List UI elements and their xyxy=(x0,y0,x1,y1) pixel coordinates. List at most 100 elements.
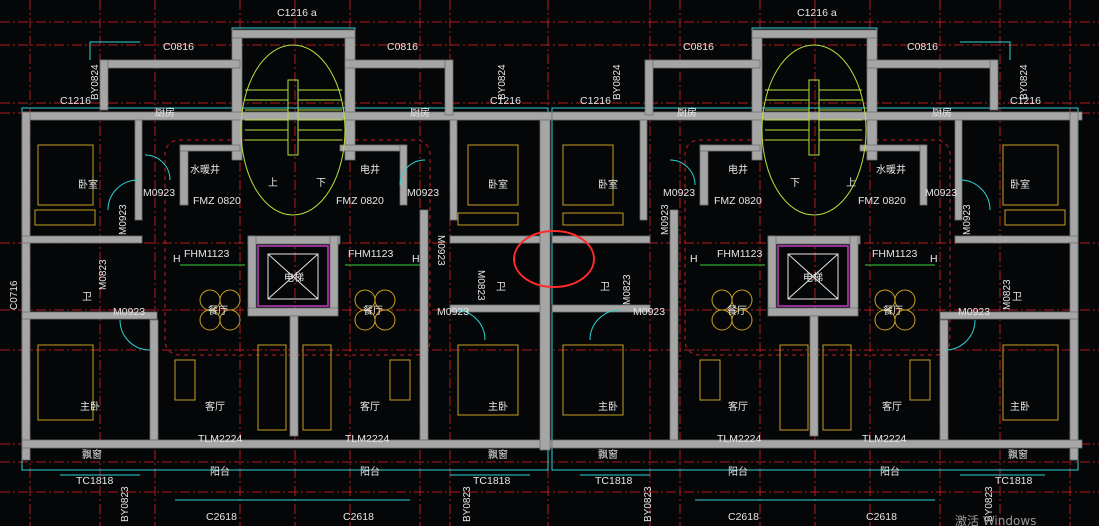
label-axis-h: H xyxy=(690,253,698,265)
elevator-right xyxy=(777,245,849,307)
label-m0823: M0823 xyxy=(1002,279,1013,310)
label-tlm: TLM2224 xyxy=(717,433,762,445)
label-tc1818: TC1818 xyxy=(473,475,511,487)
windows-activation-watermark: 激活 Windows xyxy=(955,514,1037,526)
label-c2618: C2618 xyxy=(728,511,759,523)
label-master-bedroom: 主卧 xyxy=(488,400,508,413)
label-toilet: 卫 xyxy=(600,282,610,293)
label-down: 下 xyxy=(316,178,326,189)
label-up: 上 xyxy=(268,177,278,189)
label-m0823: M0823 xyxy=(622,274,633,305)
label-down: 下 xyxy=(790,178,800,189)
label-axis-h: H xyxy=(930,253,938,265)
label-tc1818: TC1818 xyxy=(76,475,114,487)
label-c0716: C0716 xyxy=(9,280,20,310)
label-axis-h: H xyxy=(173,253,181,265)
label-bay-window: 飘窗 xyxy=(1008,448,1028,461)
label-living: 客厅 xyxy=(882,400,902,413)
label-m0923: M0923 xyxy=(958,306,990,318)
label-kitchen: 厨房 xyxy=(932,106,952,119)
label-dining: 餐厅 xyxy=(208,304,228,317)
highlight-circle xyxy=(513,230,595,288)
label-c0816: C0816 xyxy=(387,41,418,53)
label-by0824: BY0824 xyxy=(90,64,101,100)
label-bedroom: 卧室 xyxy=(598,178,618,191)
label-balcony: 阳台 xyxy=(728,465,748,478)
label-axis-h: H xyxy=(412,253,420,265)
label-m0923: M0923 xyxy=(633,306,665,318)
label-fhm: FHM1123 xyxy=(872,248,917,260)
label-m0923: M0923 xyxy=(925,187,957,199)
label-up: 上 xyxy=(846,177,856,189)
label-living: 客厅 xyxy=(205,400,225,413)
stair-core-right xyxy=(761,44,867,216)
label-tlm: TLM2224 xyxy=(345,433,390,445)
label-living: 客厅 xyxy=(728,400,748,413)
label-bay-window: 飘窗 xyxy=(82,448,102,461)
label-c0816: C0816 xyxy=(163,41,194,53)
label-m0823: M0823 xyxy=(98,259,109,290)
label-by0824: BY0824 xyxy=(497,64,508,100)
label-by0823: BY0823 xyxy=(643,486,654,522)
label-c2618: C2618 xyxy=(866,511,897,523)
label-m0923: M0923 xyxy=(437,306,469,318)
label-master-bedroom: 主卧 xyxy=(1010,400,1030,413)
door-swings xyxy=(107,154,991,351)
label-tlm: TLM2224 xyxy=(862,433,907,445)
label-fhm: FHM1123 xyxy=(717,248,762,260)
label-kitchen: 厨房 xyxy=(155,106,175,119)
label-m0923: M0923 xyxy=(143,187,175,199)
label-balcony: 阳台 xyxy=(210,465,230,478)
label-dining: 餐厅 xyxy=(363,304,383,317)
label-fhm: FHM1123 xyxy=(184,248,229,260)
label-window-top-left: C1216 a xyxy=(277,7,317,19)
label-water-shaft: 水暖井 xyxy=(190,163,220,176)
label-dining: 餐厅 xyxy=(883,304,903,317)
label-by0824: BY0824 xyxy=(1019,64,1030,100)
label-c1216: C1216 xyxy=(60,95,91,107)
label-by0824: BY0824 xyxy=(612,64,623,100)
label-master-bedroom: 主卧 xyxy=(598,400,618,413)
label-balcony: 阳台 xyxy=(880,465,900,478)
label-fmc: FMZ 0820 xyxy=(336,195,384,207)
label-m0923: M0923 xyxy=(118,204,129,235)
label-electric-shaft: 电井 xyxy=(360,163,380,176)
label-by0823: BY0823 xyxy=(120,486,131,522)
label-c0816: C0816 xyxy=(907,41,938,53)
label-m0923: M0923 xyxy=(663,187,695,199)
label-bay-window: 飘窗 xyxy=(488,448,508,461)
label-m0823: M0823 xyxy=(475,270,486,301)
label-dining: 餐厅 xyxy=(727,304,747,317)
elevator-left xyxy=(257,245,329,307)
label-fmc: FMZ 0820 xyxy=(714,195,762,207)
label-by0823: BY0823 xyxy=(462,486,473,522)
label-master-bedroom: 主卧 xyxy=(80,400,100,413)
label-kitchen: 厨房 xyxy=(677,106,697,119)
label-by0823: BY0823 xyxy=(984,486,995,522)
label-c1216: C1216 xyxy=(490,95,521,107)
label-c1216: C1216 xyxy=(1010,95,1041,107)
label-c0816: C0816 xyxy=(683,41,714,53)
walls-left-unit xyxy=(21,29,553,461)
label-fmc: FMZ 0820 xyxy=(193,195,241,207)
label-fmc: FMZ 0820 xyxy=(858,195,906,207)
label-m0923: M0923 xyxy=(660,204,671,235)
label-m0923: M0923 xyxy=(435,235,446,266)
label-electric-shaft: 电井 xyxy=(728,163,748,176)
label-c1216: C1216 xyxy=(580,95,611,107)
label-bedroom: 卧室 xyxy=(78,178,98,191)
stair-core-left xyxy=(240,44,346,216)
furniture xyxy=(34,144,1066,431)
label-m0923: M0923 xyxy=(113,306,145,318)
label-fhm: FHM1123 xyxy=(348,248,393,260)
label-m0923: M0923 xyxy=(407,187,439,199)
label-c2618: C2618 xyxy=(206,511,237,523)
label-balcony: 阳台 xyxy=(360,465,380,478)
label-elevator: 电梯 xyxy=(803,271,823,284)
dashed-boundary xyxy=(164,139,951,356)
label-bedroom: 卧室 xyxy=(488,178,508,191)
label-toilet: 卫 xyxy=(82,292,92,303)
label-bay-window: 飘窗 xyxy=(598,448,618,461)
